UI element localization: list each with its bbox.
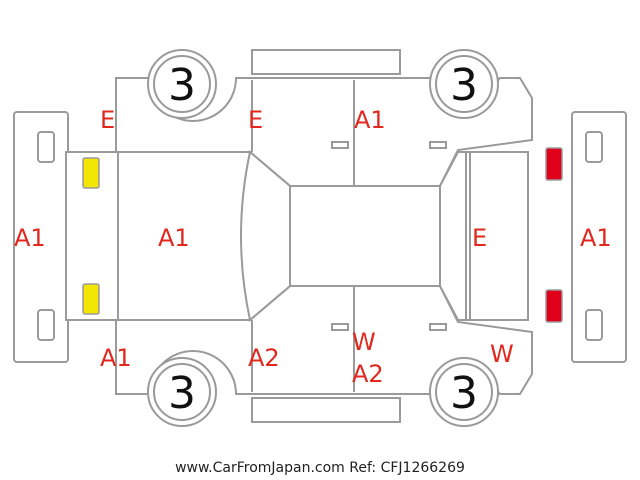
tire-rear-right: 3 [429,357,499,427]
tire-front-right: 3 [147,357,217,427]
right-front-fender-code: A1 [100,344,132,372]
hood-code: A1 [158,224,190,252]
rear-bumper [571,111,627,363]
tire-rear-left-score: 3 [450,60,478,111]
left-tail-light [545,147,563,181]
trunk-code: E [472,224,487,252]
right-tail-light [545,289,563,323]
left-roof-rail [251,49,401,75]
rear-bumper-code: A1 [580,224,612,252]
roof [289,185,441,287]
rear-window [439,151,467,321]
tire-front-right-score: 3 [168,368,196,419]
tire-rear-right-score: 3 [450,368,478,419]
right-headlight [82,283,100,315]
footer-reference: www.CarFromJapan.com Ref: CFJ1266269 [175,460,465,476]
left-headlight [82,157,100,189]
right-quarter-code: W [490,340,514,368]
left-front-fender-code: E [100,106,115,134]
windshield [240,150,291,322]
left-rear-door-code: A1 [354,106,386,134]
right-front-door-code: A2 [248,344,280,372]
left-front-door-code: E [248,106,263,134]
front-bumper-code: A1 [14,224,46,252]
right-side-panels [115,285,533,395]
right-rear-door-w-code: W [352,328,376,356]
tire-front-left: 3 [147,49,217,119]
right-roof-rail [251,397,401,423]
right-rear-door-a2-code: A2 [352,360,384,388]
tire-front-left-score: 3 [168,60,196,111]
tire-rear-left: 3 [429,49,499,119]
